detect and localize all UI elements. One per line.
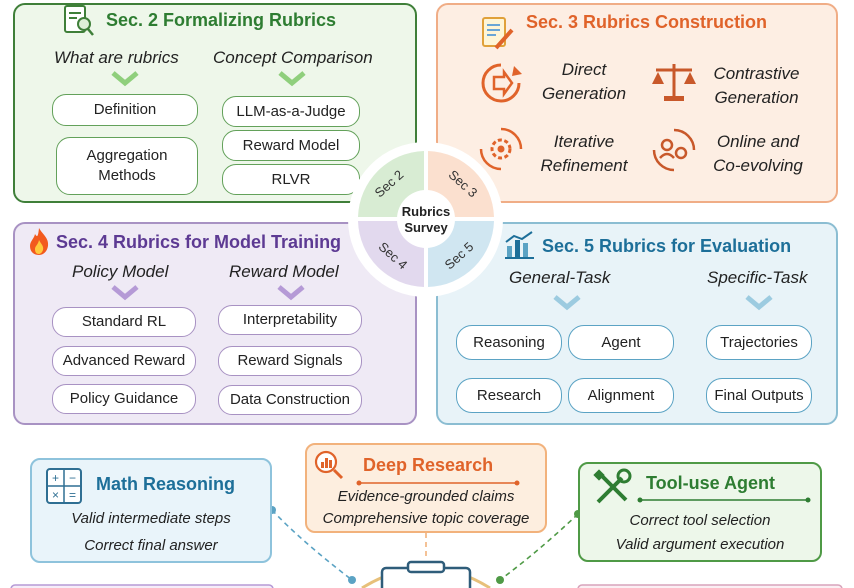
calculator-icon: + − × = <box>46 468 82 504</box>
sec3-method-contrastive: Contrastive Generation <box>704 62 809 110</box>
sec4-item-policy-guidance: Policy Guidance <box>52 384 196 414</box>
app-math-line1: Valid intermediate steps <box>71 510 231 527</box>
app-deep-research: Deep Research Evidence-grounded claims C… <box>305 443 547 533</box>
app-math-reasoning: + − × = Math Reasoning Valid intermediat… <box>30 458 272 563</box>
sec3-method-direct-line1: Direct <box>561 60 607 79</box>
sec4-item-reward-signals: Reward Signals <box>218 346 362 376</box>
document-search-icon <box>64 5 94 36</box>
chevron-down-icon <box>553 295 581 311</box>
gear-refresh-icon <box>479 127 523 171</box>
chevron-down-icon <box>278 71 306 87</box>
app-research-line1: Evidence-grounded claims <box>337 488 515 505</box>
app-math-line2: Correct final answer <box>84 537 218 554</box>
chevron-down-icon <box>277 285 305 301</box>
app-tool-line2: Valid argument execution <box>615 536 785 553</box>
sec5-item-research: Research <box>456 378 562 413</box>
chevron-down-icon <box>111 285 139 301</box>
sec3-method-contrastive-line2: Generation <box>714 88 799 107</box>
sec4-item-advanced-reward: Advanced Reward <box>52 346 196 376</box>
flame-icon <box>30 228 49 255</box>
sec3-panel <box>436 3 838 203</box>
sec2-title: Sec. 2 Formalizing Rubrics <box>106 10 337 30</box>
app-research-line2: Comprehensive topic coverage <box>322 510 530 527</box>
sec2-item-llm-judge: LLM-as-a-Judge <box>222 96 360 127</box>
sec4-left-heading: Policy Model <box>72 262 169 281</box>
sec3-method-iterative-line2: Refinement <box>540 156 628 175</box>
app-tool-title: Tool-use Agent <box>646 473 775 493</box>
sec4-title: Sec. 4 Rubrics for Model Training <box>56 232 342 252</box>
tools-icon <box>593 468 632 504</box>
sec5-item-agent: Agent <box>568 325 674 360</box>
arrow-cycle-icon <box>481 63 522 103</box>
sec3-method-online-line1: Online and <box>716 132 800 151</box>
sec2-right-heading: Concept Comparison <box>213 48 373 67</box>
sec2-item-aggregation: Aggregation Methods <box>56 137 198 195</box>
svg-text:=: = <box>69 488 76 502</box>
sec4-item-interpretability: Interpretability <box>218 305 362 335</box>
sec2-item-rlvr: RLVR <box>222 164 360 195</box>
people-refresh-icon <box>652 128 696 172</box>
title-underline <box>637 497 811 503</box>
survey-hub-ring: Sec 2 Sec 3 Sec 4 Sec 5 Rubrics Survey <box>358 151 494 287</box>
sec5-left-heading: General-Task <box>509 268 611 287</box>
sec4-item-data-construction: Data Construction <box>218 385 362 415</box>
sec2-item-reward-model: Reward Model <box>222 130 360 161</box>
sec3-method-contrastive-line1: Contrastive <box>713 64 800 83</box>
sec3-method-online: Online and Co-evolving <box>704 130 812 178</box>
sec2-left-heading: What are rubrics <box>54 48 179 67</box>
svg-text:−: − <box>69 471 76 485</box>
sec5-right-heading: Specific-Task <box>707 268 808 287</box>
title-underline <box>356 480 520 486</box>
sec3-title: Sec. 3 Rubrics Construction <box>526 12 768 32</box>
document-pencil-icon <box>482 17 514 50</box>
connector-lines <box>10 506 843 588</box>
sec4-item-standard-rl: Standard RL <box>52 307 196 337</box>
sec5-item-trajectories: Trajectories <box>706 325 812 360</box>
scales-icon <box>652 64 696 101</box>
sec3-method-direct-line2: Generation <box>541 84 627 103</box>
sec4-right-heading: Reward Model <box>229 262 339 281</box>
hub-center-line1: Rubrics <box>402 204 450 219</box>
svg-text:×: × <box>52 488 59 502</box>
sec2-item-definition: Definition <box>52 94 198 126</box>
sec2-item-aggregation-text: Aggregation Methods <box>86 147 168 184</box>
chevron-down-icon <box>745 295 773 311</box>
bar-chart-icon <box>505 231 534 259</box>
magnifier-chart-icon <box>314 450 344 480</box>
sec3-method-iterative: Iterative Refinement <box>534 130 634 178</box>
sec3-method-online-line2: Co-evolving <box>713 156 803 175</box>
chevron-down-icon <box>111 71 139 87</box>
sec5-item-final-outputs: Final Outputs <box>706 378 812 413</box>
app-research-title: Deep Research <box>363 455 494 475</box>
app-tool-line1: Correct tool selection <box>629 512 771 529</box>
app-tool-use-agent: Tool-use Agent Correct tool selection Va… <box>578 462 822 562</box>
sec5-item-reasoning: Reasoning <box>456 325 562 360</box>
sec3-method-iterative-line1: Iterative <box>553 132 615 151</box>
app-math-title: Math Reasoning <box>96 474 236 494</box>
sec3-method-direct: Direct Generation <box>534 58 634 106</box>
svg-text:+: + <box>52 471 59 485</box>
sec5-title: Sec. 5 Rubrics for Evaluation <box>542 236 792 256</box>
hub-center-line2: Survey <box>404 220 448 235</box>
sec5-item-alignment: Alignment <box>568 378 674 413</box>
